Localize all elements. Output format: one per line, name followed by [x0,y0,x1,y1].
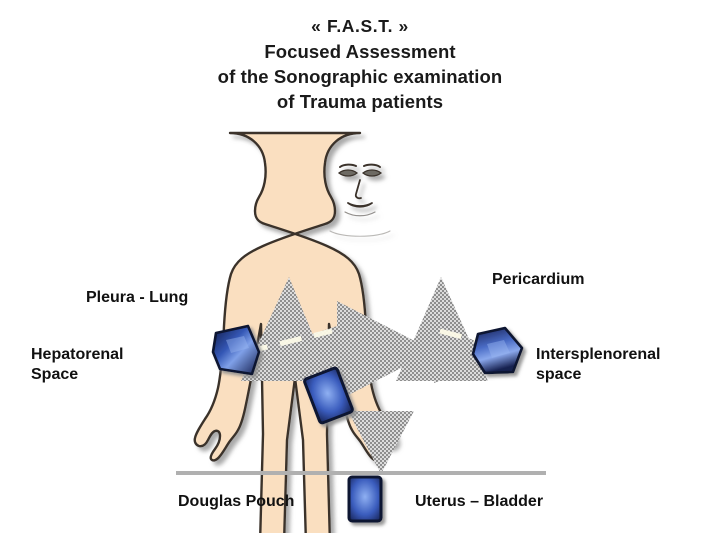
title-line-acronym: « F.A.S.T. » [311,16,409,36]
nose-icon [354,179,362,200]
probe-intersplenorenal-highlight [487,340,510,358]
label-pleura-lung: Pleura - Lung [86,289,189,306]
label-uterus-bladder: Uterus – Bladder [415,493,544,510]
probe-intersplenorenal[interactable] [471,326,524,375]
probe-hepatorenal-highlight [226,336,249,353]
title-line-trauma-patients: of Trauma patients [276,91,444,112]
probe-douglas-pouch-body[interactable] [347,475,383,523]
right-eyebrow-icon [363,163,381,168]
label-douglas-pouch: Douglas Pouch [178,493,295,510]
right-eye-icon [361,169,383,177]
label-hepatorenal-space: Hepatorenal Space [31,346,124,383]
label-pericardium: Pericardium [492,271,585,288]
label-intersplenorenal-space: Intersplenorenal space [536,346,661,383]
beam-pericardium-center [337,301,434,401]
ultrasound-probes [211,324,524,523]
dash-line-left [245,328,333,355]
probe-pericardium-body[interactable] [303,366,354,425]
probe-pericardium[interactable] [303,366,354,425]
chin-line [344,211,376,217]
title-line-focused-assessment: Focused Assessment [264,41,456,62]
mouth-icon [347,202,373,208]
collarbone-line [329,230,391,237]
title-line-sonographic-examination: of the Sonographic examination [217,66,503,87]
diagram-title: « F.A.S.T. » Focused Assessment of the S… [0,14,720,114]
left-eye-icon [337,169,359,177]
probe-hepatorenal[interactable] [211,324,261,376]
beam-hepatorenal [243,326,337,383]
left-eyebrow-icon [339,163,357,168]
beam-douglas-pouch [348,411,414,474]
probe-douglas-pouch[interactable] [347,475,383,523]
